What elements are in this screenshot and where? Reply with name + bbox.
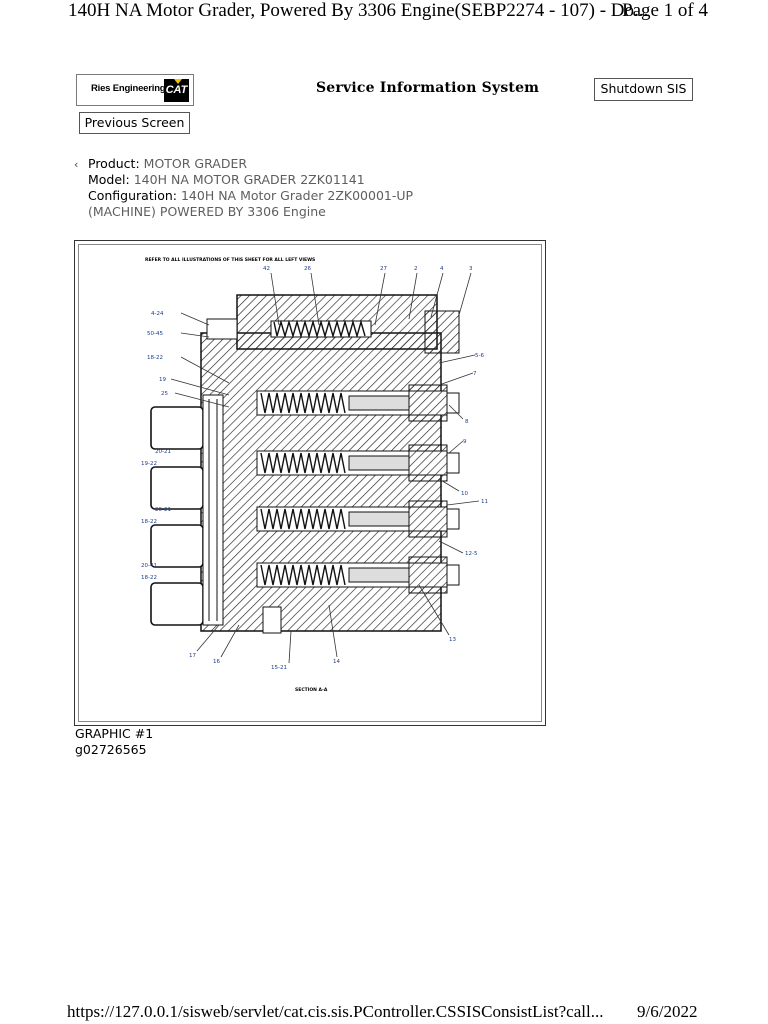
print-date: 9/6/2022 — [637, 1002, 698, 1021]
print-header: 140H NA Motor Grader, Powered By 3306 En… — [0, 0, 768, 30]
product-line: Product: MOTOR GRADER — [88, 156, 413, 172]
document-title: 140H NA Motor Grader, Powered By 3306 En… — [68, 0, 649, 21]
svg-text:25: 25 — [161, 391, 168, 397]
previous-screen-button[interactable]: Previous Screen — [79, 112, 190, 134]
svg-text:19-22: 19-22 — [141, 461, 157, 467]
model-line: Model: 140H NA MOTOR GRADER 2ZK01141 — [88, 172, 413, 188]
svg-text:7: 7 — [473, 371, 477, 377]
section-label: SECTION A-A — [295, 687, 328, 693]
svg-text:3: 3 — [469, 266, 473, 272]
svg-text:27: 27 — [380, 266, 387, 272]
shutdown-sis-button[interactable]: Shutdown SIS — [594, 78, 693, 101]
technical-drawing[interactable]: REFER TO ALL ILLUSTRATIONS OF THIS SHEET… — [74, 240, 546, 726]
svg-text:26: 26 — [304, 266, 311, 272]
spool-row-2 — [256, 444, 460, 482]
model-value: 140H NA MOTOR GRADER 2ZK01141 — [133, 172, 365, 187]
collapse-chevron-icon[interactable]: ‹ — [74, 158, 79, 171]
relief-adjuster — [424, 310, 460, 354]
app-title: Service Information System — [316, 80, 540, 96]
relief-plug — [206, 318, 238, 340]
cat-logo-icon: CAT — [164, 79, 189, 102]
svg-text:14: 14 — [333, 659, 340, 665]
ries-cat-logo: Ries Engineering CAT — [76, 74, 194, 106]
cat-triangle-icon — [174, 79, 182, 84]
configuration-value-continued: (MACHINE) POWERED BY 3306 Engine — [88, 204, 326, 219]
configuration-line-2: (MACHINE) POWERED BY 3306 Engine — [88, 204, 413, 220]
svg-text:10: 10 — [461, 491, 468, 497]
configuration-line: Configuration: 140H NA Motor Grader 2ZK0… — [88, 188, 413, 204]
svg-text:15-21: 15-21 — [271, 665, 287, 671]
svg-text:20-21: 20-21 — [155, 449, 171, 455]
configuration-label: Configuration: — [88, 188, 177, 203]
callout-leaders — [170, 272, 480, 664]
svg-text:20-21: 20-21 — [155, 507, 171, 513]
svg-text:18-22: 18-22 — [141, 519, 157, 525]
svg-text:50-45: 50-45 — [147, 331, 163, 337]
drawing-frame: REFER TO ALL ILLUSTRATIONS OF THIS SHEET… — [78, 244, 542, 722]
callout-labels: 42 26 27 2 4 3 4-24 50-45 18-22 19 25 20… — [141, 266, 488, 671]
valve-section-illustration: REFER TO ALL ILLUSTRATIONS OF THIS SHEET… — [141, 257, 488, 693]
svg-text:4: 4 — [440, 266, 444, 272]
svg-text:16: 16 — [213, 659, 220, 665]
svg-text:2: 2 — [414, 266, 418, 272]
relief-spring — [273, 319, 366, 339]
company-name: Ries Engineering — [91, 83, 166, 94]
product-info: Product: MOTOR GRADER Model: 140H NA MOT… — [88, 156, 413, 220]
spool-row-1 — [256, 384, 460, 422]
svg-text:9: 9 — [463, 439, 467, 445]
svg-text:19: 19 — [159, 377, 166, 383]
product-value: MOTOR GRADER — [143, 156, 248, 171]
solenoids — [150, 394, 224, 626]
graphic-caption: GRAPHIC #1 g02726565 — [75, 726, 153, 758]
graphic-id: g02726565 — [75, 742, 147, 757]
svg-text:13: 13 — [449, 637, 456, 643]
svg-text:8: 8 — [465, 419, 469, 425]
page-url: https://127.0.0.1/sisweb/servlet/cat.cis… — [67, 1002, 604, 1021]
svg-text:4-24: 4-24 — [151, 311, 164, 317]
configuration-value: 140H NA Motor Grader 2ZK00001-UP — [180, 188, 414, 203]
bottom-port — [262, 606, 282, 634]
svg-text:18-22: 18-22 — [147, 355, 163, 361]
spool-row-3 — [256, 500, 460, 538]
svg-text:12-5: 12-5 — [465, 551, 478, 557]
print-footer: https://127.0.0.1/sisweb/servlet/cat.cis… — [0, 1002, 768, 1024]
svg-text:11: 11 — [481, 499, 488, 505]
drawing-note: REFER TO ALL ILLUSTRATIONS OF THIS SHEET… — [145, 257, 315, 263]
svg-text:42: 42 — [263, 266, 270, 272]
model-label: Model: — [88, 172, 130, 187]
page-indicator: Page 1 of 4 — [622, 0, 709, 21]
svg-text:5-6: 5-6 — [475, 353, 484, 359]
spool-row-4 — [256, 556, 460, 594]
svg-text:18-22: 18-22 — [141, 575, 157, 581]
graphic-label: GRAPHIC #1 — [75, 726, 154, 741]
svg-text:17: 17 — [189, 653, 196, 659]
product-label: Product: — [88, 156, 140, 171]
svg-text:20-41: 20-41 — [141, 563, 157, 569]
